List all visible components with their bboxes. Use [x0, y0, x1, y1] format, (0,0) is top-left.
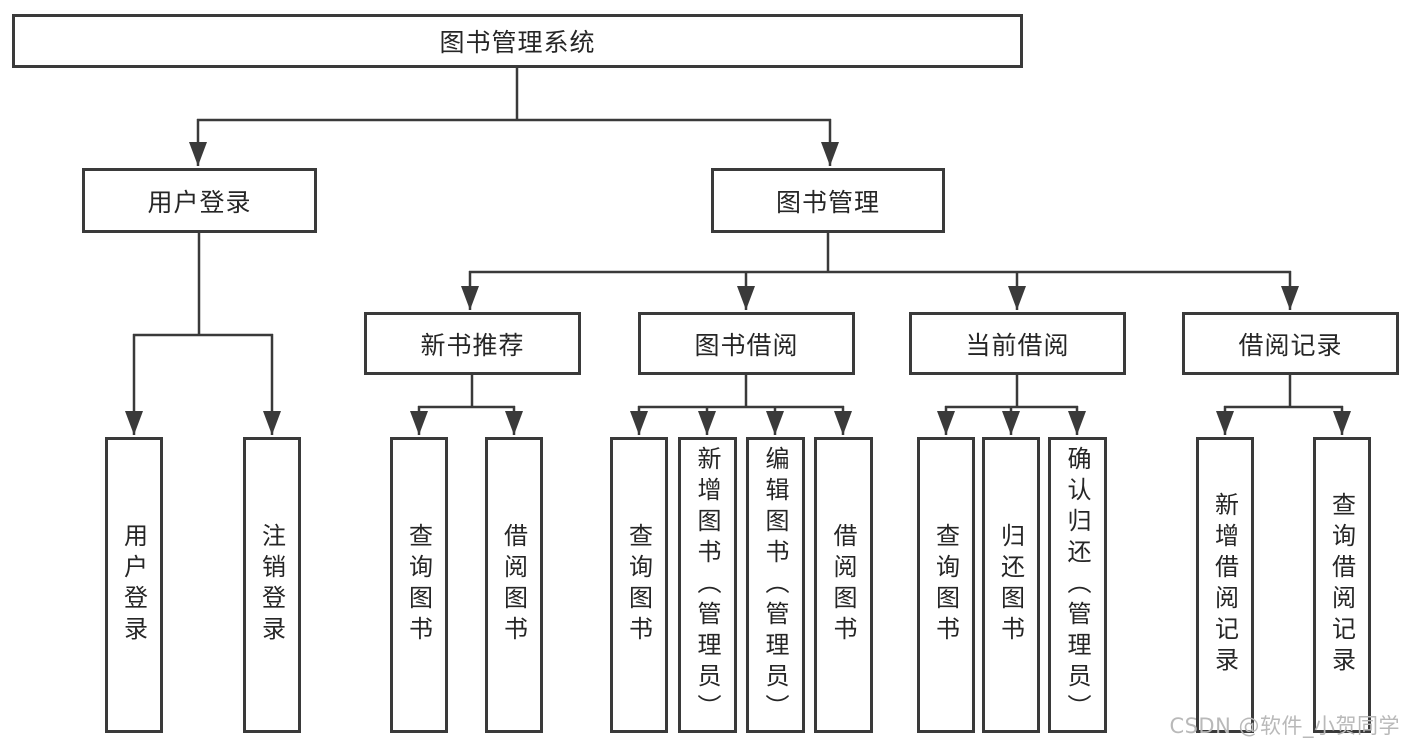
leaf-add-books-admin: 新增图书（管理员）: [678, 437, 737, 733]
leaf-add-borrow-record-label: 新增借阅记录: [1210, 492, 1239, 678]
node-root: 图书管理系统: [12, 14, 1023, 68]
node-new-book-recommend: 新书推荐: [364, 312, 581, 375]
leaf-add-books-admin-label: 新增图书（管理员）: [693, 445, 721, 725]
leaf-query-books-3: 查询图书: [917, 437, 975, 733]
node-book-management: 图书管理: [711, 168, 945, 233]
leaf-logout-label: 注销登录: [257, 523, 286, 647]
node-current-borrowing-label: 当前借阅: [965, 330, 1070, 360]
leaf-borrow-books-1: 借阅图书: [485, 437, 543, 733]
node-book-borrowing: 图书借阅: [638, 312, 855, 375]
leaf-user-login: 用户登录: [105, 437, 163, 733]
node-book-management-label: 图书管理: [775, 187, 880, 217]
leaf-edit-books-admin: 编辑图书（管理员）: [746, 437, 805, 733]
connector-borrow-records-to-leaves: [1216, 373, 1351, 435]
connector-book-mgmt-to-level2: [461, 231, 1299, 310]
connector-new-book-to-leaves: [410, 373, 523, 435]
node-borrowing-records-label: 借阅记录: [1238, 330, 1343, 360]
node-current-borrowing: 当前借阅: [909, 312, 1126, 375]
connector-book-borrow-to-leaves: [630, 373, 852, 435]
node-book-borrowing-label: 图书借阅: [694, 330, 799, 360]
leaf-return-books-label: 归还图书: [996, 523, 1025, 647]
connector-root-to-level1: [189, 66, 839, 166]
leaf-user-login-label: 用户登录: [119, 523, 148, 647]
leaf-return-books: 归还图书: [982, 437, 1040, 733]
leaf-confirm-return-admin-label: 确认归还（管理员）: [1063, 445, 1091, 725]
connector-current-borrow-to-leaves: [937, 373, 1086, 435]
node-root-label: 图书管理系统: [439, 28, 596, 57]
leaf-borrow-books-2-label: 借阅图书: [829, 523, 857, 647]
leaf-confirm-return-admin: 确认归还（管理员）: [1048, 437, 1107, 733]
leaf-add-borrow-record: 新增借阅记录: [1196, 437, 1254, 733]
node-new-book-recommend-label: 新书推荐: [420, 330, 525, 360]
leaf-query-borrow-record: 查询借阅记录: [1313, 437, 1371, 733]
node-user-login-label: 用户登录: [147, 187, 252, 217]
node-user-login: 用户登录: [82, 168, 317, 233]
leaf-logout: 注销登录: [243, 437, 301, 733]
leaf-query-borrow-record-label: 查询借阅记录: [1327, 492, 1356, 678]
leaf-edit-books-admin-label: 编辑图书（管理员）: [761, 445, 789, 725]
node-borrowing-records: 借阅记录: [1182, 312, 1399, 375]
leaf-query-books-2-label: 查询图书: [624, 523, 653, 647]
csdn-watermark: CSDN @软件_小贺同学: [1169, 714, 1400, 738]
leaf-query-books-3-label: 查询图书: [931, 523, 960, 647]
leaf-borrow-books-2: 借阅图书: [814, 437, 873, 733]
leaf-query-books-2: 查询图书: [610, 437, 668, 733]
leaf-borrow-books-1-label: 借阅图书: [499, 523, 528, 647]
connector-user-login-to-leaves: [125, 231, 281, 435]
leaf-query-books-1-label: 查询图书: [404, 523, 433, 647]
leaf-query-books-1: 查询图书: [390, 437, 448, 733]
